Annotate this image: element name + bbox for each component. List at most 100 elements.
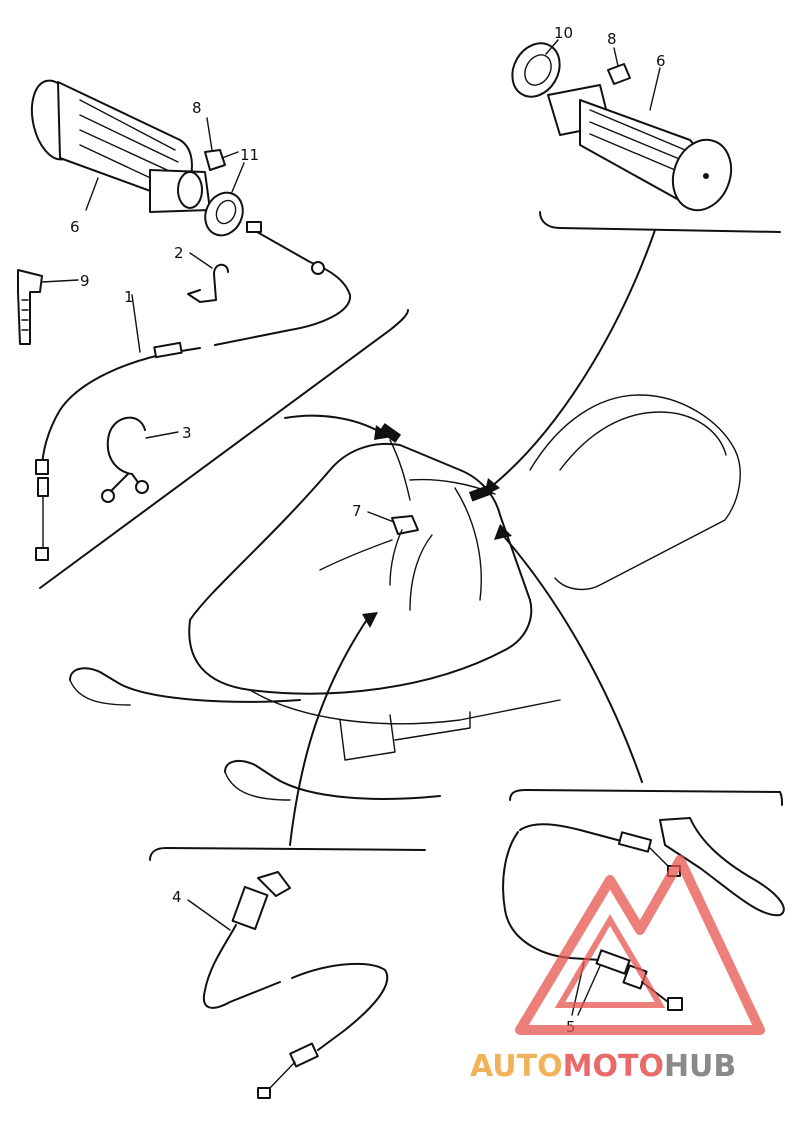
left-ski-tip <box>69 679 131 706</box>
watermark-triangle-logo <box>515 855 765 1035</box>
pointer-upper-right <box>491 229 656 487</box>
leader-4 <box>187 899 231 931</box>
choke-cable-upper <box>202 924 281 1009</box>
cable-guide-part-7 <box>391 515 419 535</box>
ring-part-10-inner <box>524 54 552 86</box>
callout-1: 1 <box>124 288 134 306</box>
pointer-lower-left-arrowhead <box>362 612 378 628</box>
upper-left-group: 8 11 6 2 9 1 3 <box>17 79 409 589</box>
callout-3: 3 <box>182 424 192 442</box>
throttle-grip-right <box>547 84 733 212</box>
throttle-cable-lower <box>41 347 201 471</box>
watermark-text-moto: MOTO <box>563 1049 664 1084</box>
brake-cable-loop <box>502 831 601 961</box>
callout-4: 4 <box>172 888 182 906</box>
automotohub-watermark <box>515 855 765 1035</box>
throttle-cable-upper <box>214 227 352 346</box>
pointer-lower-left <box>289 617 369 846</box>
watermark-text-auto: AUTO <box>470 1049 563 1084</box>
leader-8-right <box>613 47 619 67</box>
seat-top-line <box>559 411 727 471</box>
bolt-left <box>204 149 226 171</box>
brake-cable-fitting <box>595 949 631 975</box>
chassis-post <box>339 714 396 761</box>
choke-body <box>231 885 269 931</box>
brake-cable-end-bottom <box>667 997 683 1011</box>
throttle-grip-left <box>30 79 211 213</box>
pointer-upper-left <box>284 414 381 433</box>
right-ski-tip <box>224 771 291 801</box>
leader-9 <box>41 279 79 283</box>
cable-nut-1 <box>35 459 49 475</box>
callout-9: 9 <box>80 272 90 290</box>
watermark-text: AUTOMOTOHUB <box>470 1049 736 1084</box>
brake-cable-adjuster <box>617 831 653 853</box>
leader-6-left <box>85 177 99 211</box>
cable-nut-2 <box>37 477 49 497</box>
leader-curve-a <box>319 539 393 571</box>
bolt-left-shank <box>221 151 239 159</box>
leader-3 <box>145 431 179 439</box>
choke-cable-lower <box>291 962 389 1051</box>
watermark-triangle-inner <box>554 914 666 1008</box>
ring-part-11-inner <box>215 199 237 225</box>
right-ski <box>224 759 441 800</box>
leader-10 <box>545 39 559 55</box>
group-frame-upper-right <box>539 211 781 233</box>
cable-adjuster <box>311 261 325 275</box>
belly-line <box>249 689 561 725</box>
callout-10: 10 <box>554 24 573 42</box>
leader-curve-c <box>389 529 403 586</box>
leader-7 <box>367 511 395 523</box>
callout-2: 2 <box>174 244 184 262</box>
pointer-upper-left-arrowhead <box>374 425 392 440</box>
callout-11: 11 <box>240 146 259 164</box>
seat-outline <box>529 394 741 591</box>
key-part-9 <box>17 269 43 345</box>
hood-outline <box>188 442 533 695</box>
cable-housing-joint <box>153 341 183 359</box>
clamp-bead-right <box>135 480 149 494</box>
pointer-upper-right-arrowhead <box>484 478 500 496</box>
choke-inner-wire <box>267 1061 296 1091</box>
lower-right-group: 5 <box>494 524 785 1036</box>
cable-end-fitting <box>246 221 262 233</box>
brake-lever <box>659 817 785 917</box>
leader-2 <box>189 252 213 269</box>
callout-8-left: 8 <box>192 99 202 117</box>
lower-left-group: 4 <box>149 612 426 1099</box>
group-frame-upper-left <box>39 309 409 589</box>
clip-part-2 <box>187 263 229 303</box>
pointer-lower-right-arrowhead <box>494 524 512 540</box>
choke-knob <box>257 871 291 897</box>
callout-6-right: 6 <box>656 52 666 70</box>
left-ski <box>69 667 301 703</box>
bolt-right <box>607 63 631 85</box>
callout-8-right: 8 <box>607 30 617 48</box>
leader-1 <box>131 294 141 353</box>
leader-11 <box>231 162 245 193</box>
key-teeth <box>21 299 29 331</box>
leader-curve-b <box>409 534 433 611</box>
group-frame-lower-right <box>509 789 783 806</box>
hood-crease <box>454 487 482 601</box>
handlebar-grip-left-mark <box>378 423 402 443</box>
callout-7: 7 <box>352 502 362 520</box>
snowmobile-illustration <box>69 394 741 801</box>
leader-6-right <box>649 67 661 111</box>
cable-end-barrel <box>35 547 49 561</box>
pointer-lower-right <box>499 531 643 783</box>
upper-right-group: 10 8 6 <box>484 24 781 496</box>
clamp-bead-left <box>101 489 115 503</box>
watermark-text-hub: HUB <box>664 1049 736 1084</box>
choke-cable-end <box>289 1042 319 1068</box>
leader-8-left <box>206 117 213 151</box>
clamp-part-3 <box>106 416 146 475</box>
chassis-rail <box>394 711 471 741</box>
choke-end-barrel <box>257 1087 271 1099</box>
callout-6-left: 6 <box>70 218 80 236</box>
group-frame-lower-left <box>149 847 426 861</box>
brake-cable-top <box>519 823 626 843</box>
